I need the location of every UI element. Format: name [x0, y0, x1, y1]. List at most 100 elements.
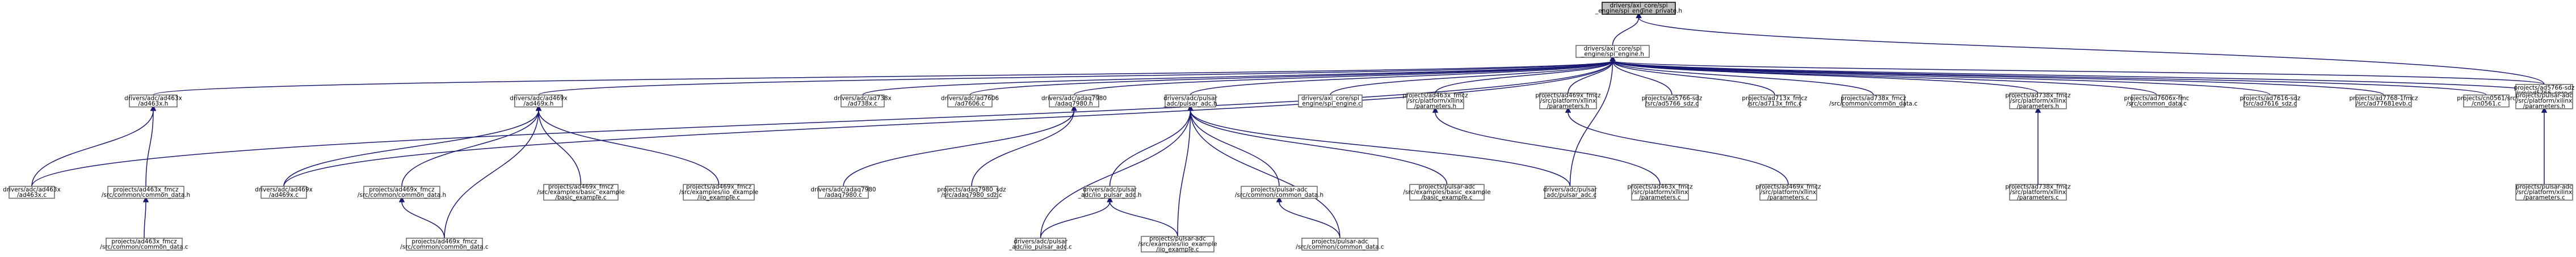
node-adaq7980-sdz[interactable]: projects/adaq7980_sdz/src/adaq7980_sdz.c — [937, 186, 1006, 199]
node-label-line: /src/platform/xilinx — [1632, 189, 1688, 196]
node-label-line: _adc/pulsar_adc.c — [1543, 192, 1597, 199]
node-pulsar-common-h[interactable]: projects/pulsar-adc/src/common/common_da… — [1235, 186, 1323, 199]
node-ad7606[interactable]: drivers/adc/ad7606/ad7606.c — [941, 94, 999, 108]
node-label-line: /src/adaq7980_sdz.c — [941, 192, 1002, 199]
node-pulsar-iio-ex[interactable]: projects/pulsar-adc/src/examples/iio_exa… — [1138, 235, 1217, 253]
node-ad469x-basic[interactable]: projects/ad469x_fmcz/src/examples/basic_… — [537, 184, 624, 201]
node-box — [1759, 184, 1817, 201]
node-box — [2515, 184, 2573, 201]
node-ad738x[interactable]: drivers/adc/ad738x/ad738x.c — [834, 94, 892, 108]
edge-ad469x_basic-to-ad469x_h — [535, 105, 582, 185]
node-ad463x-h[interactable]: drivers/adc/ad463x/ad463x.h — [124, 94, 182, 108]
node-pulsar-basic[interactable]: projects/pulsar-adc/src/examples/basic_e… — [1403, 184, 1490, 201]
edge-ad463x_h-to-spi_engine_h — [153, 55, 1616, 96]
edge-adaq7980_sdz-to-adaq7980_h — [971, 105, 1077, 187]
node-pulsar-params-c[interactable]: projects/pulsar-adc/src/platform/xilinx/… — [2515, 184, 2573, 201]
edge-ad469x_c-to-spi_engine_h — [283, 55, 1616, 187]
node-label-line: /parameters.h — [2017, 103, 2059, 110]
node-label-line: projects/ad7768-1fmcz — [2350, 95, 2418, 102]
node-adaq7980-h[interactable]: drivers/adc/adaq7980/adaq7980.h — [1041, 94, 1107, 108]
node-label-line: projects/pulsar-adc — [1149, 235, 1206, 242]
node-label-line: /basic_example.c — [1421, 195, 1473, 201]
edge-iio_pulsar_c-to-iio_pulsar_h — [1040, 196, 1113, 238]
node-label-line: projects/ad463x_fmcz — [1402, 92, 1468, 99]
node-label-line: drivers/adc/pulsar — [1163, 95, 1217, 102]
node-ad469x-h[interactable]: drivers/adc/ad469x/ad469x.h — [510, 94, 568, 108]
edge-ad7616_sdz-to-spi_engine_h — [1610, 55, 2271, 96]
node-ad469x-common-h[interactable]: projects/ad469x_fmcz/src/common/common_d… — [358, 186, 446, 199]
node-box — [2131, 94, 2182, 108]
edge-ad738x_common_c-to-spi_engine_h — [1610, 55, 1874, 95]
edge-ad469x_h-to-spi_engine_h — [538, 55, 1616, 96]
node-label-line: projects/pulsar-adc — [2516, 92, 2573, 99]
node-label-line: drivers/adc/adaq7980 — [810, 186, 876, 193]
node-ad738x-params-h[interactable]: projects/ad738x_fmcz/src/platform/xilinx… — [2005, 92, 2071, 110]
node-box — [818, 186, 869, 199]
node-box — [514, 94, 563, 108]
node-ad5766-sdz[interactable]: projects/ad5766-sdz/src/ad5766_sdz.c — [1642, 94, 1703, 108]
node-label-line: drivers/adc/pulsar — [1543, 186, 1597, 193]
node-label-line: /src/platform/xilinx — [1407, 98, 1463, 104]
node-label-line: /src/ad5766_sdz.c — [1645, 100, 1699, 107]
node-label-line: /adaq7980.c — [825, 192, 862, 199]
node-pulsar-adc-h[interactable]: drivers/adc/pulsar_adc/pulsar_adc.h — [1163, 94, 1218, 108]
node-ad738x-params-c[interactable]: projects/ad738x_fmcz/src/platform/xilinx… — [2005, 184, 2071, 201]
node-ad463x-c[interactable]: drivers/adc/ad463x/ad463x.c — [3, 186, 61, 199]
node-ad713x-fmc[interactable]: projects/ad713x_fmcz/src/ad713x_fmc.c — [1742, 94, 1808, 108]
node-label-line: drivers/adc/ad469x — [510, 95, 568, 102]
node-label-line: projects/cn0561/src — [2457, 95, 2516, 102]
node-box — [107, 186, 184, 199]
edge-pulsar_params_h-to-spi_engine_h — [1610, 55, 2545, 94]
node-box — [1409, 184, 1485, 201]
node-label-line: /parameters.h — [1547, 103, 1589, 110]
node-box — [2355, 94, 2412, 108]
edge-ad469x_params_c-to-ad469x_params_h — [1565, 107, 1789, 185]
node-label-line: projects/adaq7980_sdz — [937, 186, 1006, 193]
node-ad7606x-common-c[interactable]: projects/ad7606x-fmc/src/common_data.c — [2124, 94, 2190, 108]
edge-pulsar_basic-to-pulsar_adc_h — [1187, 105, 1448, 185]
edge-ad463x_common_h-to-ad463x_h — [145, 105, 157, 187]
node-ad7768-evb[interactable]: projects/ad7768-1fmcz/src/ad77681evb.c — [2350, 94, 2418, 108]
node-iio-pulsar-c[interactable]: drivers/adc/pulsar_adc/iio_pulsar_adc.c — [1008, 238, 1072, 251]
node-label-line: projects/ad463x_fmcz — [1627, 184, 1693, 191]
node-iio-pulsar-h[interactable]: drivers/adc/pulsar_adc/iio_pulsar_adc.h — [1078, 186, 1142, 199]
node-ad463x-common-c[interactable]: projects/ad463x_fmcz/src/common/common_d… — [100, 238, 188, 251]
node-label-line: /src/common/common_data.c — [1296, 243, 1384, 250]
node-ad469x-params-h[interactable]: projects/ad469x_fmcz/src/platform/xilinx… — [1535, 92, 1601, 110]
node-cn0561[interactable]: projects/cn0561/src/cn0561.c — [2457, 94, 2516, 108]
node-box — [543, 184, 619, 201]
node-ad469x-iio[interactable]: projects/ad469x_fmcz/src/examples/iio_ex… — [679, 184, 758, 201]
node-ad463x-params-h[interactable]: projects/ad463x_fmcz/src/platform/xilinx… — [1402, 92, 1468, 110]
node-label-line: /src/platform/xilinx — [2516, 98, 2572, 104]
node-label-line: drivers/axi_core/spi — [1610, 2, 1667, 9]
node-label-line: drivers/adc/pulsar — [1083, 186, 1137, 193]
node-ad469x-common-c[interactable]: projects/ad469x_fmcz/src/common/common_d… — [400, 238, 489, 251]
node-box — [1602, 2, 1676, 15]
node-pulsar-adc-c[interactable]: drivers/adc/pulsar_adc/pulsar_adc.c — [1543, 186, 1598, 199]
node-label-line: /src/common/common_data.c — [100, 243, 188, 250]
node-ad469x-params-c[interactable]: projects/ad469x_fmcz/src/platform/xilinx… — [1755, 184, 1821, 201]
edges — [31, 12, 2548, 238]
node-ad469x-c[interactable]: drivers/adc/ad469x/ad469x.c — [255, 186, 313, 199]
node-label-line: projects/ad7606x-fmc — [2124, 95, 2190, 102]
node-ad7616-sdz[interactable]: projects/ad7616-sdz/src/ad7616_sdz.c — [2240, 94, 2301, 108]
node-ad738x-common-c[interactable]: projects/ad738x_fmcz/src/common/common_d… — [1829, 94, 1918, 108]
node-label-line: projects/ad738x_fmcz — [2005, 92, 2071, 99]
edge-pulsar_common_c-to-pulsar_adc_h — [1187, 105, 1340, 238]
node-adaq7980-c[interactable]: drivers/adc/adaq7980/adaq7980.c — [810, 186, 876, 199]
node-label-line: /parameters.h — [1414, 103, 1456, 110]
node-spi-engine-c[interactable]: drivers/axi_core/spi_engine/spi_engine.c — [1298, 94, 1363, 108]
node-box — [1301, 238, 1379, 251]
node-label-line: projects/pulsar-adc — [2516, 184, 2573, 191]
edge-ad713x_fmc-to-spi_engine_h — [1610, 55, 1775, 95]
node-label-line: drivers/adc/ad7606 — [941, 95, 999, 102]
node-label-line: projects/ad738x_fmcz — [2005, 184, 2071, 191]
node-label-line: /src/examples/basic_example — [537, 189, 624, 196]
node-pulsar-params-h[interactable]: projects/pulsar-adc/src/platform/xilinx/… — [2515, 92, 2573, 110]
node-ad463x-params-c[interactable]: projects/ad463x_fmcz/src/platform/xilinx… — [1627, 184, 1693, 201]
node-pulsar-common-c[interactable]: projects/pulsar-adc/src/common/common_da… — [1296, 238, 1384, 251]
node-ad463x-common-h[interactable]: projects/ad463x_fmcz/src/common/common_d… — [102, 186, 190, 199]
node-spi-engine-h[interactable]: drivers/axi_core/spi_engine/spi_engine.h — [1575, 45, 1650, 58]
node-box — [1539, 92, 1597, 109]
node-spi-engine-private[interactable]: drivers/axi_core/spi_engine/spi_engine_p… — [1595, 2, 1682, 15]
